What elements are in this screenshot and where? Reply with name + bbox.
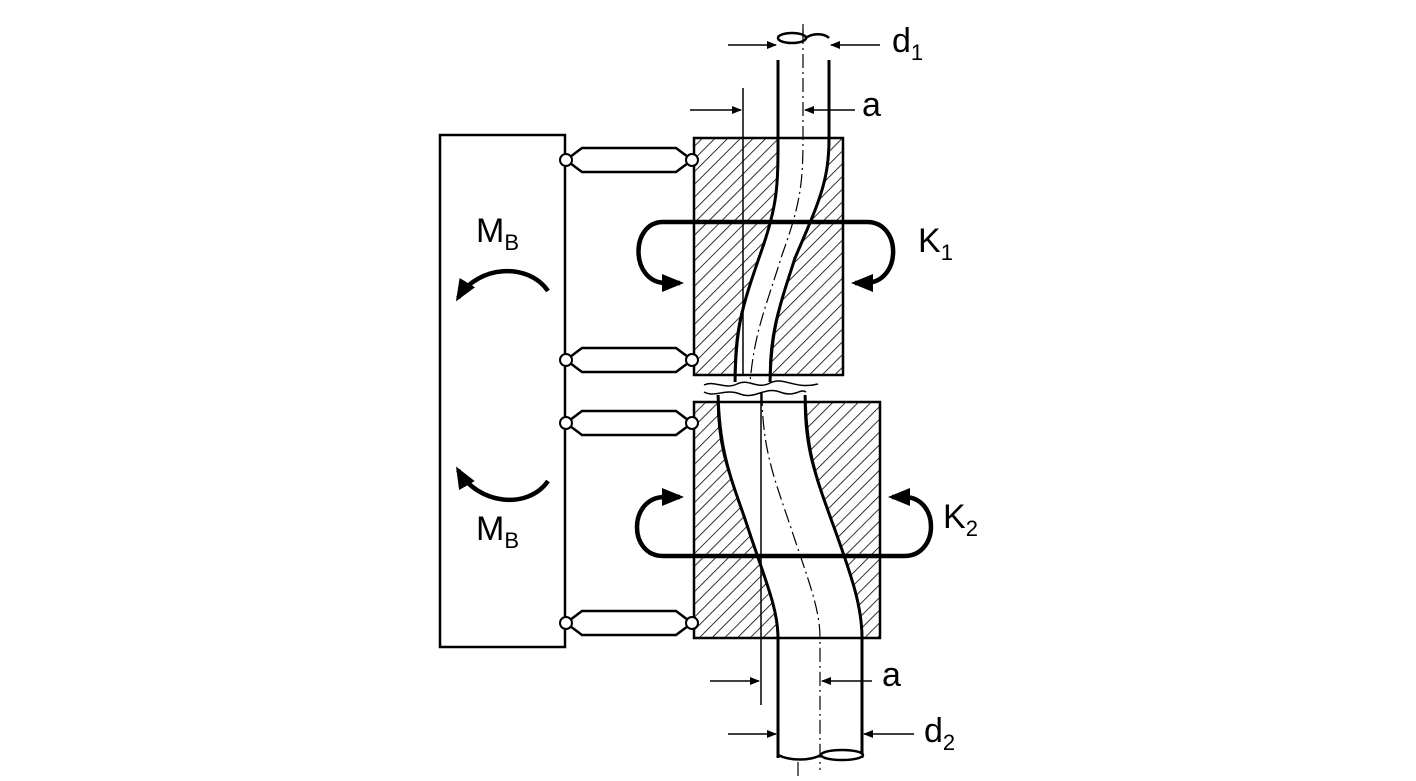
pipe-top-end-outline (805, 33, 830, 40)
break-line-upper (703, 380, 819, 387)
upper-die-block (692, 136, 845, 377)
label-k2: K2 (943, 498, 978, 541)
moment-arrow-bottom (456, 466, 550, 503)
label-mb-bottom: MB (476, 510, 519, 553)
label-k1: K1 (918, 222, 953, 265)
clamp-k1 (636, 219, 896, 292)
pipe-bottom-end (819, 748, 865, 762)
pipe-top-end (776, 31, 808, 45)
bending-frame (438, 133, 567, 649)
moment-arrow-top (455, 269, 550, 302)
label-a-top: a (862, 86, 881, 124)
label-a-bottom: a (882, 656, 901, 694)
label-d2: d2 (924, 712, 955, 755)
clamp-k2 (634, 488, 934, 559)
pivot-joints (559, 153, 699, 630)
pipe-lower (716, 395, 864, 758)
pipe-upper (733, 60, 831, 382)
label-d1: d1 (892, 22, 923, 65)
pipe-bottom-end-outline (777, 753, 822, 761)
dimension-arrows (690, 41, 914, 738)
centerline-upper (749, 30, 804, 383)
label-mb-top: MB (476, 212, 519, 255)
break-line-lower (703, 389, 807, 397)
